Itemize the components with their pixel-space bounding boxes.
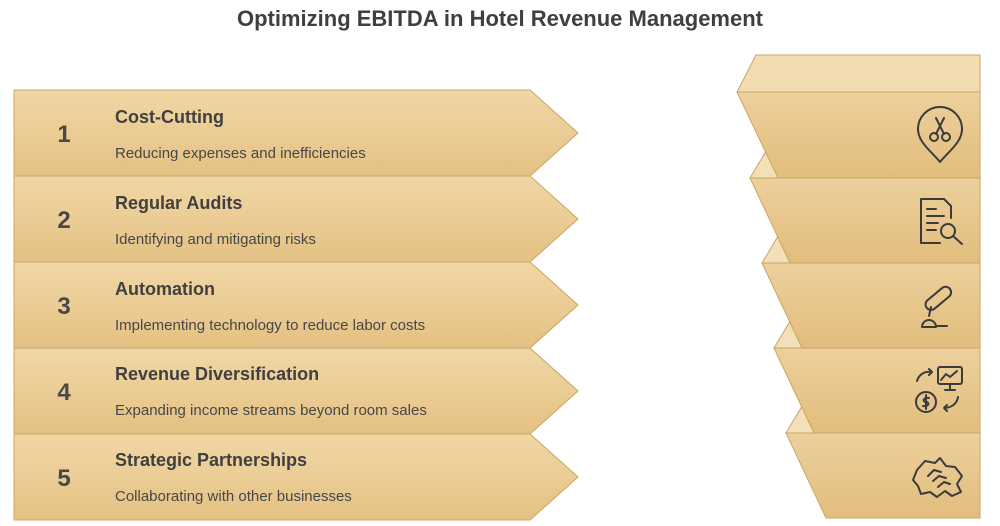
step-band-1 — [13, 89, 579, 177]
revenue-exchange-icon — [915, 366, 963, 413]
page-title: Optimizing EBITDA in Hotel Revenue Manag… — [236, 6, 763, 31]
step-description-4: Expanding income streams beyond room sal… — [115, 402, 427, 419]
scissors-pin-icon — [917, 106, 963, 163]
step-title-5: Strategic Partnerships — [115, 450, 307, 470]
step-description-2: Identifying and mitigating risks — [115, 231, 316, 248]
step-band-4 — [13, 347, 579, 435]
step-number-5: 5 — [57, 465, 70, 492]
robot-arm-icon — [921, 285, 953, 328]
step-title-4: Revenue Diversification — [115, 364, 319, 384]
step-band-2 — [13, 175, 579, 263]
step-description-1: Reducing expenses and inefficiencies — [115, 145, 366, 162]
step-number-1: 1 — [57, 121, 70, 148]
step-title-1: Cost-Cutting — [115, 107, 224, 127]
step-band-3 — [13, 261, 579, 349]
step-description-3: Implementing technology to reduce labor … — [115, 317, 425, 334]
right-column-bands — [736, 91, 981, 519]
right-column-top — [736, 54, 981, 93]
step-number-2: 2 — [57, 207, 70, 234]
step-number-4: 4 — [57, 379, 71, 406]
step-description-5: Collaborating with other businesses — [115, 488, 352, 505]
handshake-icon — [912, 457, 963, 498]
step-bands — [13, 89, 579, 521]
step-title-3: Automation — [115, 279, 215, 299]
step-band-5 — [13, 433, 579, 521]
step-title-2: Regular Audits — [115, 193, 242, 213]
step-number-3: 3 — [57, 293, 70, 320]
document-search-icon — [920, 198, 963, 245]
